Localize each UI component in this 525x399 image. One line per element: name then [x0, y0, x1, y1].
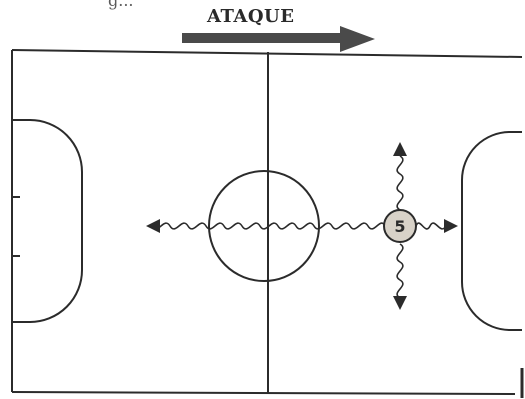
attack-direction-label: ATAQUE [207, 6, 295, 27]
right-goal-area [461, 131, 522, 331]
wavy-arrow-icon [415, 222, 447, 230]
player-marker: 5 [383, 209, 417, 243]
arrow-right-icon [182, 26, 375, 52]
arrowhead-down-icon [393, 296, 407, 310]
left-goal-area [12, 119, 83, 323]
player-number: 5 [394, 217, 405, 236]
wavy-arrow-icon [396, 243, 404, 299]
wavy-arrow-icon [396, 155, 404, 211]
cropped-caption-fragment: g... [108, 0, 134, 10]
arrowhead-up-icon [393, 142, 407, 156]
arrowhead-left-icon [146, 219, 160, 233]
arrowhead-right-icon [444, 219, 458, 233]
center-circle [208, 170, 320, 282]
wavy-arrow-icon [151, 222, 386, 230]
